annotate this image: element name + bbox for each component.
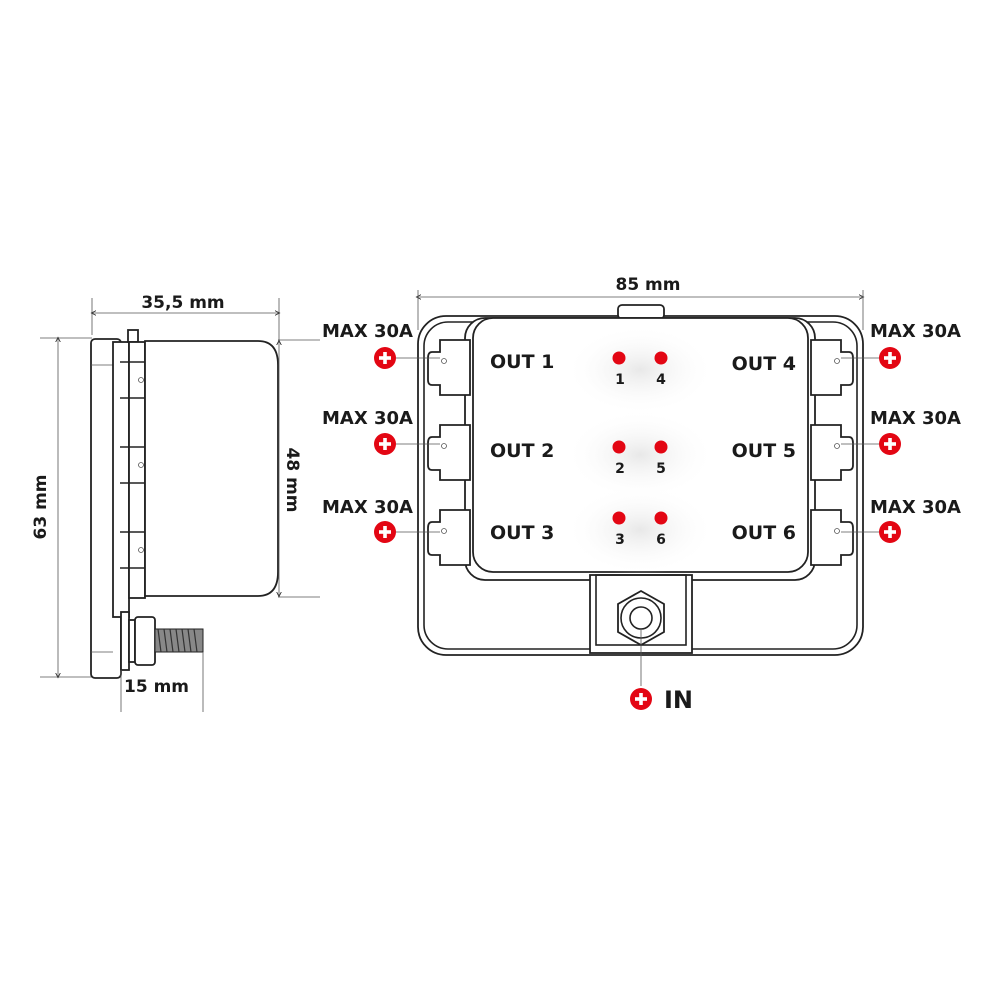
led-number: 4 [656,372,666,388]
bolt-length-label: 15 mm [124,677,189,697]
max-current-label: MAX 30A [870,497,961,518]
led-number: 1 [615,372,625,388]
max-current-label: MAX 30A [870,408,961,429]
cover-side [144,340,279,597]
led-number: 6 [656,532,666,548]
output-label-6: OUT 6 [732,522,796,544]
led-number: 3 [615,532,625,548]
led-indicators: 1 4 2 5 3 6 [612,351,668,548]
bolt [120,611,204,671]
front-width-label: 85 mm [615,275,680,295]
max-current-label: MAX 30A [322,497,413,518]
side-height-label: 63 mm [31,474,51,539]
plus-icon [374,521,396,543]
led-3 [612,511,626,525]
max-current-label: MAX 30A [870,321,961,342]
input-label: IN [664,686,693,714]
max-current-label: MAX 30A [322,408,413,429]
front-left-terminals [427,339,471,566]
side-view: 35,5 mm 63 mm 48 mm 15 mm [31,293,320,712]
led-2 [612,440,626,454]
led-number: 2 [615,461,625,477]
top-tab [127,329,139,343]
max-current-label: MAX 30A [322,321,413,342]
top-tab [617,304,665,320]
led-4 [654,351,668,365]
plus-icon [879,433,901,455]
side-width-label: 35,5 mm [141,293,224,313]
terminal-column [128,341,146,599]
output-label-3: OUT 3 [490,522,554,544]
led-6 [654,511,668,525]
plus-icon [374,347,396,369]
led-number: 5 [656,461,666,477]
cover-height-label: 48 mm [282,447,302,512]
plus-icon [630,688,652,710]
output-label-2: OUT 2 [490,440,554,462]
led-5 [654,440,668,454]
output-label-1: OUT 1 [490,351,554,373]
led-1 [612,351,626,365]
plus-icon [374,433,396,455]
plus-icon [879,521,901,543]
front-view: 85 mm OUT 1 OUT 2 OUT 3 OUT 4 OUT 5 [322,275,961,714]
plus-icon [879,347,901,369]
front-right-terminals [810,339,854,566]
inner-plate [112,341,130,618]
output-label-5: OUT 5 [732,440,796,462]
output-label-4: OUT 4 [732,353,796,375]
